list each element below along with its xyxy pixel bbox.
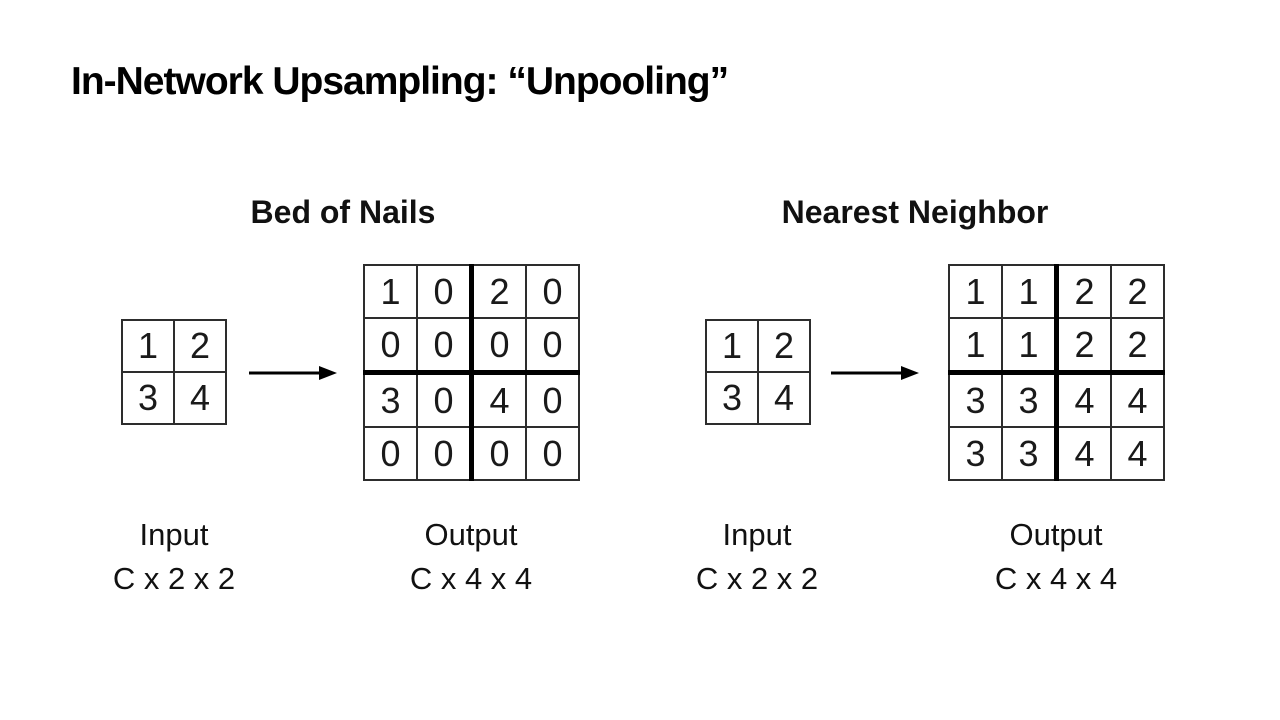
matrix-cell: 4	[1110, 371, 1165, 428]
matrix-cell: 2	[1110, 317, 1165, 375]
output-label: Output	[1009, 517, 1103, 552]
matrix-cell: 2	[1055, 264, 1112, 319]
output-dims: C x 4 x 4	[409, 561, 533, 596]
matrix-cell: 0	[525, 426, 580, 481]
matrix-cell: 0	[470, 317, 527, 375]
matrix-cell: 0	[416, 371, 474, 428]
matrix-cell: 1	[1001, 264, 1059, 319]
matrix-cell: 0	[525, 371, 580, 428]
nearest-neighbor-output-label: Output C x 4 x 4	[995, 513, 1117, 601]
matrix-cell: 3	[705, 371, 759, 425]
matrix-cell: 3	[948, 371, 1003, 428]
output-dims: C x 4 x 4	[994, 561, 1118, 596]
matrix-cell: 4	[173, 371, 227, 425]
matrix-cell: 3	[121, 371, 175, 425]
bed-of-nails-heading: Bed of Nails	[250, 194, 436, 230]
input-dims: C x 2 x 2	[112, 561, 236, 596]
input-label: Input	[139, 517, 209, 552]
input-dims: C x 2 x 2	[695, 561, 819, 596]
matrix-cell: 4	[1110, 426, 1165, 481]
right-arrow-icon	[249, 366, 337, 380]
matrix-cell: 0	[470, 426, 527, 481]
nearest-neighbor-input-label: Input C x 2 x 2	[696, 513, 818, 601]
matrix-cell: 0	[416, 426, 474, 481]
matrix-cell: 3	[1001, 371, 1059, 428]
matrix-cell: 3	[1001, 426, 1059, 481]
matrix-cell: 1	[948, 264, 1003, 319]
matrix-cell: 4	[470, 371, 527, 428]
matrix-cell: 2	[1055, 317, 1112, 375]
matrix-cell: 0	[363, 426, 418, 481]
matrix-cell: 2	[1110, 264, 1165, 319]
matrix-cell: 1	[121, 319, 175, 373]
slide-title: In-Network Upsampling: “Unpooling”	[71, 60, 729, 103]
matrix-cell: 4	[1055, 426, 1112, 481]
matrix-cell: 1	[1001, 317, 1059, 375]
bed-of-nails-input-label: Input C x 2 x 2	[113, 513, 235, 601]
matrix-cell: 2	[470, 264, 527, 319]
nearest-neighbor-heading: Nearest Neighbor	[781, 194, 1049, 230]
matrix-cell: 0	[525, 264, 580, 319]
bed-of-nails-output-label: Output C x 4 x 4	[410, 513, 532, 601]
matrix-cell: 0	[416, 264, 474, 319]
output-label: Output	[424, 517, 518, 552]
matrix-cell: 1	[948, 317, 1003, 375]
matrix-cell: 1	[363, 264, 418, 319]
matrix-cell: 3	[363, 371, 418, 428]
matrix-cell: 3	[948, 426, 1003, 481]
matrix-cell: 1	[705, 319, 759, 373]
matrix-cell: 2	[173, 319, 227, 373]
right-arrow-icon	[831, 366, 919, 380]
matrix-cell: 0	[416, 317, 474, 375]
matrix-cell: 0	[363, 317, 418, 375]
matrix-cell: 4	[1055, 371, 1112, 428]
matrix-cell: 2	[757, 319, 811, 373]
matrix-cell: 0	[525, 317, 580, 375]
matrix-cell: 4	[757, 371, 811, 425]
input-label: Input	[722, 517, 792, 552]
